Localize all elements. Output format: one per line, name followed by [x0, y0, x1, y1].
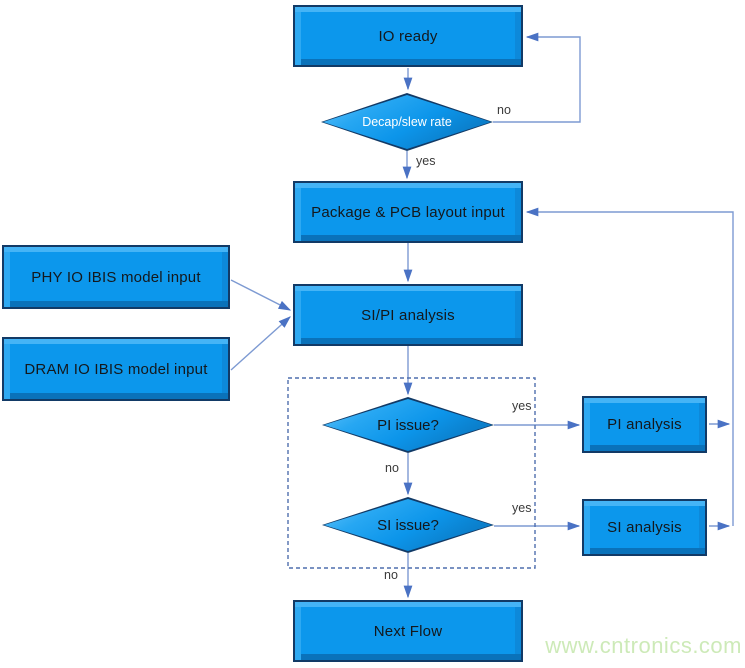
watermark-cntronics: www.cntronics.com — [545, 633, 742, 658]
edge-label-si-yes: yes — [512, 501, 532, 515]
node-phy-io-ibis-model-input: PHY IO IBIS model input — [2, 245, 230, 309]
connector-dram-to-sipi — [230, 316, 291, 371]
node-si-issue-decision: SI issue? — [322, 497, 494, 553]
node-io-ready: IO ready — [293, 5, 523, 67]
node-package-pcb-layout-input: Package & PCB layout input — [293, 181, 523, 243]
node-dram-label: DRAM IO IBIS model input — [24, 360, 208, 378]
node-decap-slew-rate-decision: Decap/slew rate — [321, 93, 493, 151]
node-pi-analysis: PI analysis — [582, 396, 707, 453]
connector-feedback-to-package — [525, 207, 734, 526]
node-dram-io-ibis-model-input: DRAM IO IBIS model input — [2, 337, 230, 401]
edge-label-pi-no: no — [385, 461, 399, 475]
node-sipi-analysis: SI/PI analysis — [293, 284, 523, 346]
node-sipi-label: SI/PI analysis — [361, 306, 455, 324]
edge-label-si-no: no — [384, 568, 398, 582]
node-next-flow: Next Flow — [293, 600, 523, 662]
node-si-issue-label: SI issue? — [377, 516, 439, 534]
node-package-label: Package & PCB layout input — [311, 203, 505, 221]
edge-label-pi-yes: yes — [512, 399, 532, 413]
node-decap-label: Decap/slew rate — [362, 115, 452, 129]
node-si-analysis: SI analysis — [582, 499, 707, 556]
node-pi-issue-label: PI issue? — [377, 416, 439, 434]
edge-label-decap-no: no — [497, 103, 511, 117]
node-si-analysis-label: SI analysis — [607, 519, 682, 536]
node-pi-analysis-label: PI analysis — [607, 416, 682, 433]
node-pi-issue-decision: PI issue? — [322, 397, 494, 453]
connector-phy-to-sipi — [230, 279, 292, 311]
node-io-ready-label: IO ready — [378, 27, 438, 45]
edge-label-decap-yes: yes — [416, 154, 436, 168]
node-phy-label: PHY IO IBIS model input — [31, 268, 201, 286]
node-next-flow-label: Next Flow — [373, 622, 443, 640]
